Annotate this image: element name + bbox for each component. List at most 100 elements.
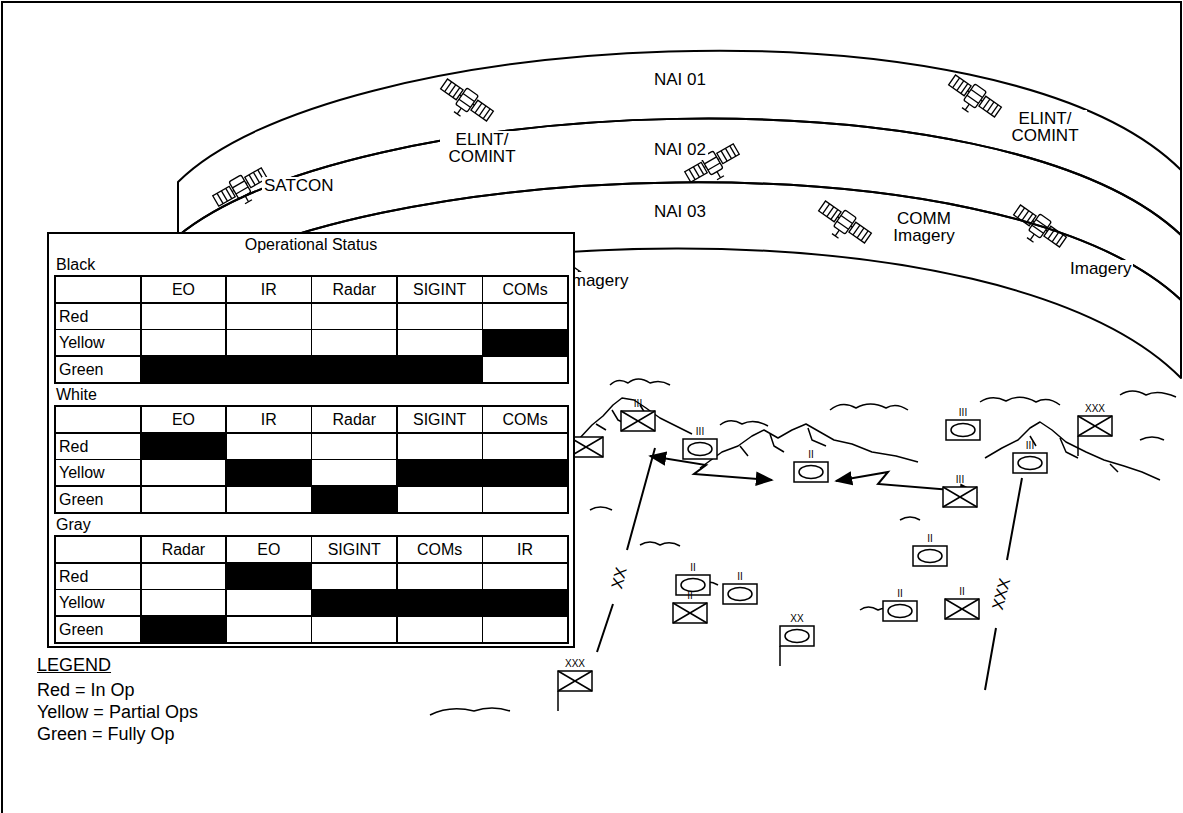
panel-line	[693, 167, 699, 177]
echelon-mark: II	[737, 571, 743, 582]
column-header: COMs	[483, 407, 567, 432]
solar-panel	[685, 162, 707, 182]
unit-frame	[1078, 416, 1112, 436]
status-table: GrayRadarEOSIGINTCOMsIRRedYellowGreen	[54, 516, 569, 644]
band-outline	[178, 182, 1181, 378]
satellite-icon	[1007, 202, 1068, 256]
antenna	[245, 200, 252, 204]
panel-line	[853, 225, 860, 235]
hq-staff	[557, 691, 559, 711]
antenna	[965, 104, 969, 110]
table-cell	[483, 617, 567, 642]
table-cell	[398, 434, 482, 459]
table-cell	[312, 564, 396, 589]
infantry-cross	[673, 603, 707, 623]
echelon-mark: III	[1026, 440, 1034, 451]
panel-line	[449, 85, 456, 95]
echelon-mark: III	[634, 398, 642, 409]
table-cell: IR	[227, 407, 311, 432]
body-line	[236, 187, 248, 194]
panel-line	[987, 102, 994, 112]
status-cell-filled	[142, 434, 226, 459]
band-label: NAI 02	[652, 140, 708, 160]
status-cell-filled	[142, 357, 226, 382]
table-cell	[56, 537, 140, 562]
unit-symbol	[946, 420, 980, 440]
table-cell	[227, 590, 311, 615]
table-cell: Yellow	[56, 590, 140, 615]
status-cell-filled	[483, 590, 567, 615]
body-line	[232, 181, 244, 188]
unit-frame	[945, 599, 979, 619]
antenna	[717, 176, 724, 180]
status-cell-filled	[227, 460, 311, 485]
unit-frame	[676, 575, 710, 595]
panel-line	[689, 169, 695, 179]
band-outline	[178, 51, 1181, 236]
echelon-mark: II	[897, 588, 903, 599]
solar-panel	[979, 96, 1001, 117]
body-line	[708, 163, 720, 170]
column-header: SIGINT	[312, 537, 396, 562]
unit-symbol	[558, 671, 592, 711]
table-cell	[483, 487, 567, 512]
satellite-label: SATCON	[262, 177, 336, 194]
unit-symbol	[780, 626, 814, 666]
column-header: EO	[142, 277, 226, 302]
drawing-part	[430, 379, 1176, 715]
table-cell	[227, 617, 311, 642]
armor-oval	[918, 550, 942, 563]
column-header: COMs	[398, 537, 482, 562]
table-cell	[312, 330, 396, 355]
legend-entry: Green = Fully Op	[37, 724, 175, 744]
table-cell	[227, 330, 311, 355]
status-cell-filled	[227, 564, 311, 589]
echelon-mark: II	[959, 586, 965, 597]
column-header: SIGINT	[398, 277, 482, 302]
table-cell: Green	[56, 617, 140, 642]
drawing-part	[650, 456, 976, 492]
table-grid: RadarEOSIGINTCOMsIRRedYellowGreen	[54, 535, 569, 644]
status-table: WhiteEOIRRadarSIGINTCOMsRedYellowGreen	[54, 386, 569, 514]
table-cell	[227, 487, 311, 512]
legend-entry: Red = In Op	[37, 680, 135, 700]
unit-symbol	[945, 599, 979, 619]
cloud	[610, 379, 670, 385]
status-table: BlackEOIRRadarSIGINTCOMsRedYellowGreen	[54, 256, 569, 384]
panel-line	[831, 210, 838, 220]
table-cell: IR	[227, 277, 311, 302]
solar-panel	[717, 144, 739, 164]
table-cell	[227, 304, 311, 329]
table-cell: Green	[56, 357, 140, 382]
body-line	[967, 95, 978, 103]
panel-line	[961, 84, 968, 94]
unit-symbol	[621, 411, 655, 431]
status-cell-filled	[483, 330, 567, 355]
armor-oval	[785, 630, 809, 643]
row-header: Yellow	[56, 460, 140, 485]
table-cell	[56, 407, 140, 432]
unit-frame	[723, 584, 757, 604]
table-cell	[483, 304, 567, 329]
panel-line	[1018, 208, 1025, 218]
column-header: COMs	[483, 277, 567, 302]
column-header: EO	[227, 537, 311, 562]
satellite-body	[456, 88, 479, 112]
armor-oval	[688, 443, 712, 456]
unit-frame	[780, 626, 814, 646]
echelon-mark: II	[690, 562, 696, 573]
column-header: Radar	[142, 537, 226, 562]
column-header: IR	[227, 277, 311, 302]
unit-symbol	[883, 601, 917, 621]
table-cell: COMs	[398, 537, 482, 562]
unit-symbol	[794, 462, 828, 482]
echelon-mark: XX	[790, 613, 803, 624]
satellite-label: ELINT/ COMINT	[1003, 110, 1087, 145]
band-label: NAI 01	[652, 70, 708, 90]
mountain-ridge	[578, 398, 692, 440]
satellite-label: ELINT/ COMINT	[440, 131, 524, 166]
panel-line	[445, 82, 452, 92]
boundary-line	[597, 448, 655, 652]
